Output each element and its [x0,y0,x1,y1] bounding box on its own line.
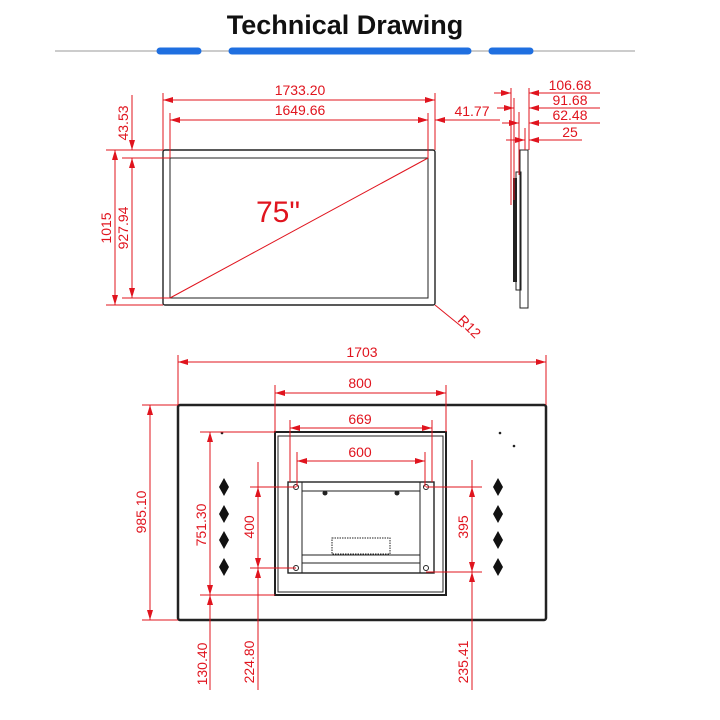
bezel-right-label: 41.77 [454,103,489,119]
vent-grille [331,537,391,555]
vesa-bracket [287,481,435,574]
bezel-top-label: 43.53 [115,105,131,140]
display-outer-frame [162,149,436,306]
depth-total-label: 106.68 [549,77,592,93]
screen-diagonal [169,157,429,299]
front-view: 75" 1733.20 1649.66 41.77 1015 927.94 43… [98,82,500,341]
bottom-offset-3-label: 235.41 [455,640,471,683]
bottom-offset-1-label: 130.40 [194,642,210,685]
back-cover [176,403,548,622]
back-panel [274,431,447,596]
panel-inner-width-label: 669 [348,411,372,427]
height-outer-label: 1015 [98,212,114,243]
panel-height-label: 751.30 [193,503,209,546]
side-view: 106.68 91.68 62.48 25 [494,77,600,309]
depth-2-label: 91.68 [552,92,587,108]
display-screen [169,157,429,299]
back-height-label: 985.10 [133,490,149,533]
depth-3-label: 62.48 [552,107,587,123]
page-title: Technical Drawing [227,10,464,40]
back-view: 1703 800 669 600 985.10 751.30 400 395 1… [133,344,548,690]
height-inner-label: 927.94 [115,206,131,249]
bottom-offset-2-label: 224.80 [241,640,257,683]
vesa-width-label: 600 [348,444,372,460]
width-outer-label: 1733.20 [275,82,326,98]
screen-size-label: 75" [256,196,300,229]
corner-radius-label: R12 [455,312,485,342]
back-width-label: 1703 [346,344,377,360]
vesa-height-right-label: 395 [455,515,471,539]
speaker-holes [219,478,503,576]
side-bezel [519,149,529,309]
vesa-height-label: 400 [241,515,257,539]
depth-4-label: 25 [562,124,578,140]
width-inner-label: 1649.66 [275,102,326,118]
panel-width-label: 800 [348,375,372,391]
